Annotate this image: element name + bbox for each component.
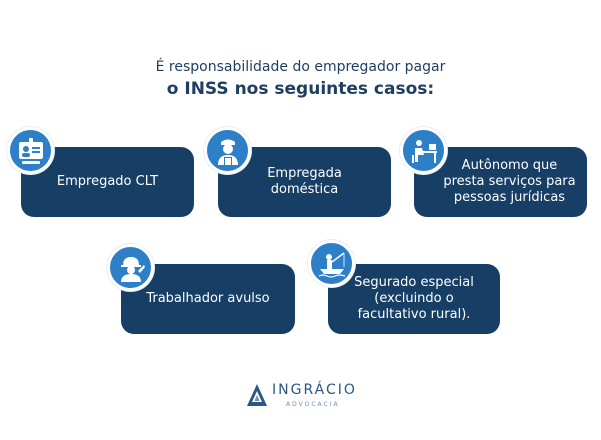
hard-hat-worker-icon <box>107 244 154 291</box>
card-label: Segurado especial <box>354 275 474 290</box>
card-label: Empregado CLT <box>56 174 159 189</box>
card-label: facultativo rural). <box>357 307 471 322</box>
id-badge-worker-icon <box>7 127 54 174</box>
logo-name: INGRÁCIO <box>272 382 357 398</box>
maid-icon <box>204 127 251 174</box>
card-label: presta serviços para <box>443 174 576 189</box>
card-label: doméstica <box>270 182 339 197</box>
ingracio-logo: INGRÁCIO ADVOCACIA <box>246 380 366 410</box>
logo-subtitle: ADVOCACIA <box>286 401 340 408</box>
heading-line-1: É responsabilidade do empregador pagar <box>155 59 446 75</box>
card-label: (excluindo o <box>374 291 454 306</box>
card-segurado-especial: Segurado especial (excluindo o facultati… <box>328 264 500 334</box>
fisherman-boat-icon <box>308 240 355 287</box>
card-label: Trabalhador avulso <box>146 291 270 306</box>
heading-line-2: o INSS nos seguintes casos: <box>166 79 435 99</box>
desk-worker-icon <box>400 127 447 174</box>
card-label: Empregada <box>267 166 342 181</box>
logo-triangle-icon <box>247 384 267 406</box>
card-label: Autônomo que <box>461 158 558 173</box>
card-label: pessoas jurídicas <box>453 190 566 205</box>
